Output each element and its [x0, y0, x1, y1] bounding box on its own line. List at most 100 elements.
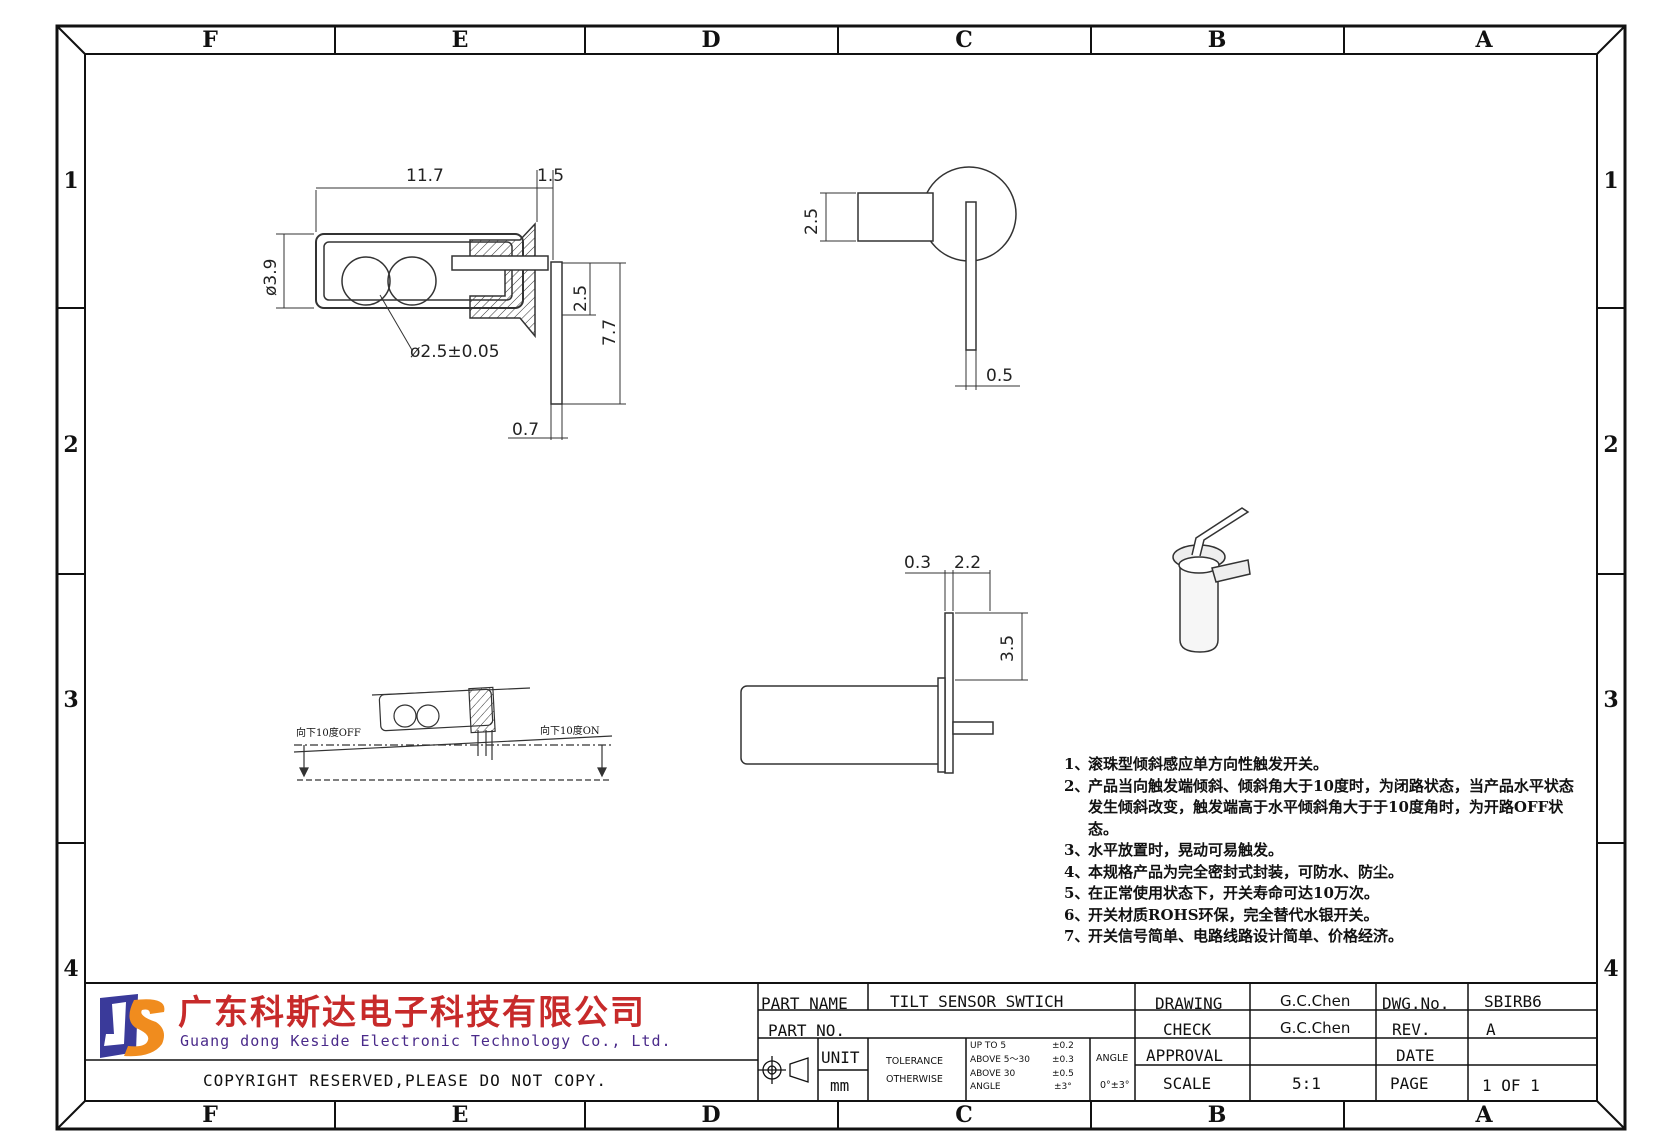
- note-text: 水平放置时，晃动可易触发。: [1088, 841, 1284, 859]
- check-label: CHECK: [1163, 1020, 1212, 1039]
- projection-symbol: [758, 1056, 809, 1084]
- zone-col-bottom-a: A: [1475, 1102, 1493, 1128]
- note-number: 6、: [1064, 905, 1090, 924]
- note-number: 7、: [1064, 927, 1090, 945]
- zone-col-top-b: B: [1207, 27, 1227, 53]
- dim-pin-height: 2.5: [571, 284, 591, 312]
- end-view: [820, 166, 1020, 390]
- zone-col-bottom-f: F: [202, 1102, 218, 1128]
- zone-row-left-3: 3: [63, 687, 79, 713]
- dim-length: 11.7: [406, 166, 444, 186]
- zone-row-right-4: 4: [1603, 956, 1619, 982]
- copyright-notice: COPYRIGHT RESERVED,PLEASE DO NOT COPY.: [203, 1071, 608, 1090]
- tol-row1-value: ±0.2: [1052, 1041, 1074, 1051]
- zone-col-top-c: C: [955, 27, 973, 53]
- dwg-no-value: SBIRB6: [1484, 992, 1542, 1011]
- angle-label: ANGLE: [1096, 1053, 1129, 1064]
- outer-frame: [55, 24, 1627, 1131]
- zone-separators: [57, 26, 1625, 1129]
- tilt-label-on: 向下10度ON: [540, 726, 600, 737]
- note-text: 在正常使用状态下，开关寿命可达10万次。: [1088, 884, 1379, 902]
- drawing-label: DRAWING: [1155, 994, 1223, 1013]
- check-value: G.C.Chen: [1280, 1019, 1351, 1037]
- note-item: 6、开关材质ROHS环保，完全替代水银开关。: [1064, 905, 1584, 927]
- side-section-view: [276, 170, 626, 440]
- zone-row-right-3: 3: [1603, 687, 1619, 713]
- tol-row2-value: ±0.3: [1052, 1055, 1074, 1065]
- note-item: 5、在正常使用状态下，开关寿命可达10万次。: [1064, 883, 1584, 905]
- zone-row-left-2: 2: [63, 432, 79, 458]
- zone-col-bottom-e: E: [451, 1102, 469, 1128]
- dim-tab: 3.5: [998, 634, 1018, 662]
- tol-row3-value: ±0.5: [1052, 1069, 1074, 1079]
- tolerance-label-1: TOLERANCE: [886, 1056, 944, 1067]
- scale-value: 5:1: [1292, 1074, 1321, 1093]
- note-text: 滚珠型倾斜感应单方向性触发开关。: [1088, 755, 1329, 773]
- tol-row2-label: ABOVE 5～30: [970, 1055, 1030, 1065]
- date-label: DATE: [1396, 1046, 1435, 1065]
- note-number: 2、: [1064, 776, 1090, 795]
- dim-pin: 0.5: [986, 366, 1014, 386]
- zone-row-right-2: 2: [1603, 432, 1619, 458]
- company-name-en: Guang dong Keside Electronic Technology …: [180, 1032, 672, 1050]
- zone-col-bottom-b: B: [1207, 1102, 1227, 1128]
- inner-frame: [84, 53, 1598, 1102]
- zone-col-bottom-d: D: [701, 1102, 721, 1128]
- note-text: 产品当向触发端倾斜、倾斜角大于10度时，为闭路状态，当产品水平状态发生倾斜改变，…: [1088, 776, 1574, 838]
- dim-body: 2.5: [802, 207, 822, 235]
- angle-value: 0°±3°: [1100, 1080, 1130, 1091]
- zone-row-left-4: 4: [63, 956, 79, 982]
- tol-row1-label: UP TO 5: [970, 1041, 1007, 1051]
- rev-value: A: [1486, 1020, 1496, 1039]
- iso-view: [1172, 507, 1251, 653]
- dim-pin-offset: 0.3: [904, 553, 932, 573]
- dim-total-height: 7.7: [600, 318, 620, 346]
- tol-row4-label: ANGLE: [970, 1082, 1001, 1092]
- rev-label: REV.: [1392, 1020, 1431, 1039]
- company-logo: [100, 994, 165, 1058]
- dim-pin-width: 0.7: [512, 420, 540, 440]
- zone-col-top-e: E: [451, 27, 469, 53]
- zone-col-bottom-c: C: [955, 1102, 973, 1128]
- title-block-lines: [85, 982, 1597, 1101]
- notes-list: 1、滚珠型倾斜感应单方向性触发开关。 2、产品当向触发端倾斜、倾斜角大于10度时…: [1064, 754, 1584, 948]
- note-number: 3、: [1064, 841, 1090, 859]
- note-item: 3、水平放置时，晃动可易触发。: [1064, 840, 1584, 862]
- scale-label: SCALE: [1163, 1074, 1212, 1093]
- approval-label: APPROVAL: [1146, 1046, 1224, 1065]
- dim-pin-length: 2.2: [954, 553, 982, 573]
- unit-value: mm: [830, 1076, 850, 1095]
- note-text: 开关材质ROHS环保，完全替代水银开关。: [1088, 905, 1379, 924]
- zone-col-top-d: D: [701, 27, 721, 53]
- tolerance-label-2: OTHERWISE: [886, 1074, 943, 1085]
- page-label: PAGE: [1390, 1074, 1429, 1093]
- note-number: 4、: [1064, 862, 1090, 881]
- note-item: 7、开关信号简单、电路线路设计简单、价格经济。: [1064, 926, 1584, 948]
- part-no-label: PART NO.: [768, 1021, 846, 1040]
- note-item: 2、产品当向触发端倾斜、倾斜角大于10度时，为闭路状态，当产品水平状态发生倾斜改…: [1064, 776, 1584, 841]
- corner-lines: [56, 25, 1626, 1130]
- note-text: 开关信号简单、电路线路设计简单、价格经济。: [1088, 927, 1404, 945]
- note-number: 5、: [1064, 884, 1090, 902]
- dim-diameter: ø3.9: [261, 258, 281, 296]
- part-name-value: TILT SENSOR SWTICH: [890, 992, 1064, 1011]
- dwg-no-label: DWG.No.: [1382, 994, 1450, 1013]
- dim-flange: 1.5: [537, 166, 565, 186]
- company-name-cn: 广东科斯达电子科技有限公司: [178, 993, 646, 1033]
- zone-col-top-f: F: [202, 27, 218, 53]
- unit-label: UNIT: [821, 1048, 860, 1067]
- note-text: 本规格产品为完全密封式封装，可防水、防尘。: [1088, 862, 1404, 881]
- drawing-value: G.C.Chen: [1280, 992, 1351, 1010]
- bottom-view: [740, 570, 1028, 774]
- tilt-label-off: 向下10度OFF: [296, 728, 361, 739]
- note-number: 1、: [1064, 755, 1090, 773]
- zone-row-left-1: 1: [63, 168, 79, 194]
- part-name-label: PART NAME: [761, 994, 848, 1013]
- page-value: 1 OF 1: [1482, 1076, 1540, 1095]
- tol-row4-value: ±3°: [1054, 1082, 1072, 1092]
- note-item: 1、滚珠型倾斜感应单方向性触发开关。: [1064, 754, 1584, 776]
- note-item: 4、本规格产品为完全密封式封装，可防水、防尘。: [1064, 862, 1584, 884]
- zone-col-top-a: A: [1475, 27, 1493, 53]
- zone-row-right-1: 1: [1603, 168, 1619, 194]
